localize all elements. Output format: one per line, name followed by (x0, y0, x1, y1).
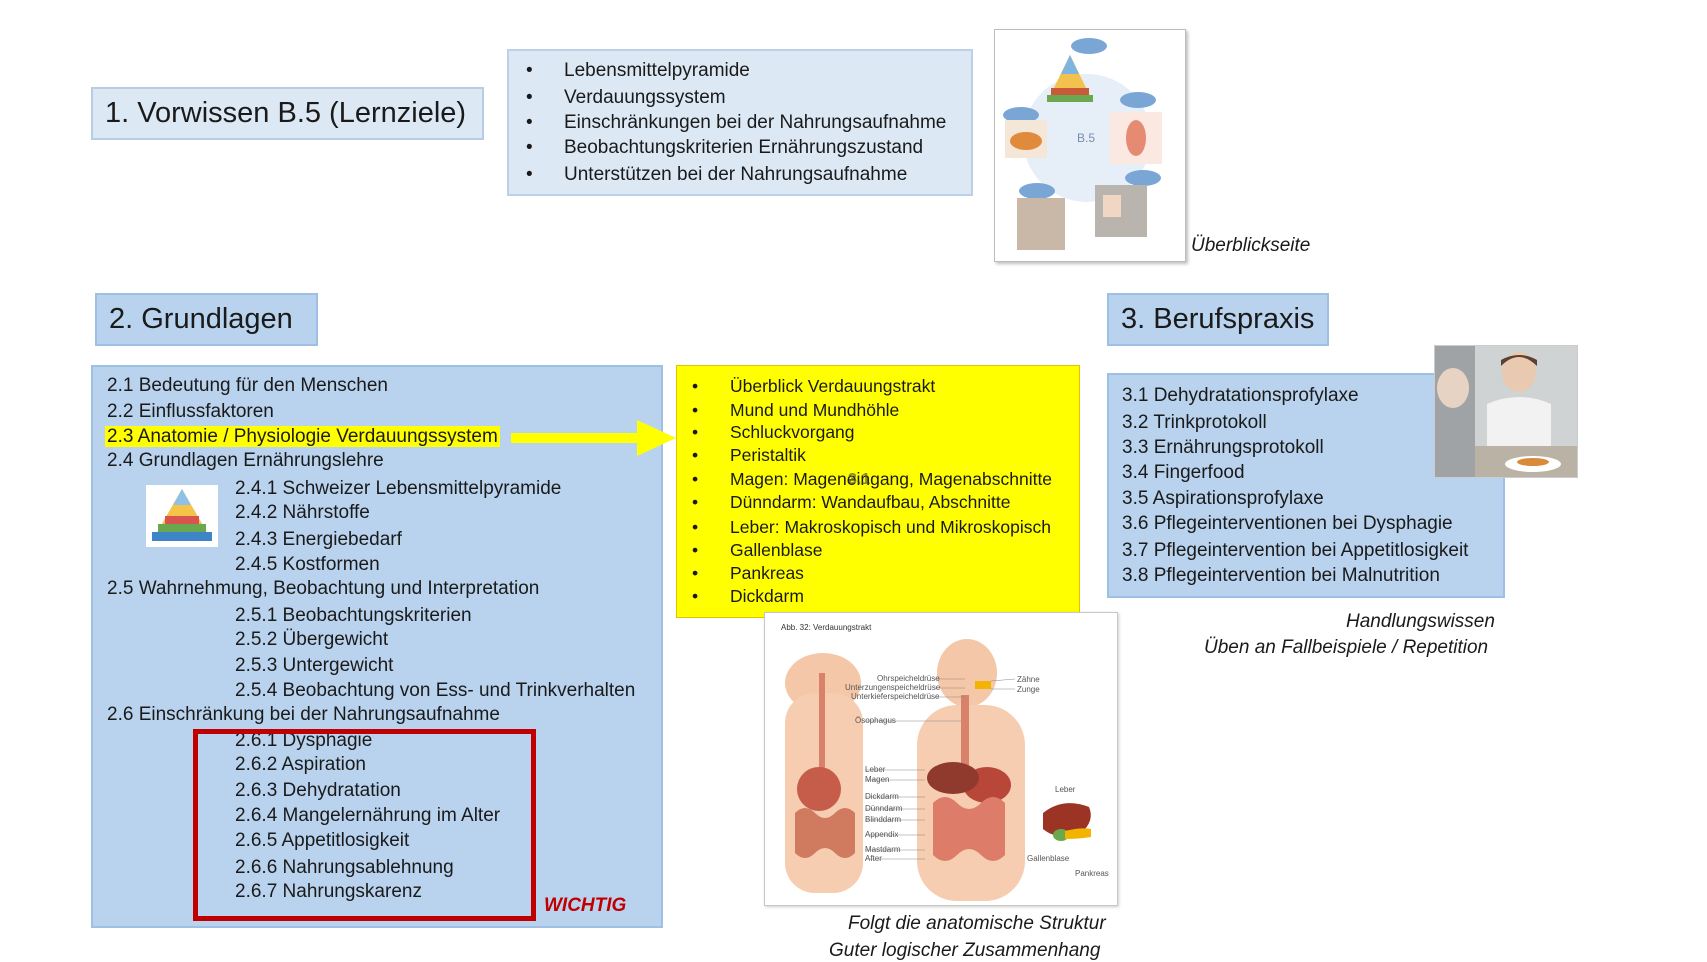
overview-diagram: B.5 (1003, 38, 1162, 250)
topic-subitem: 2.6.7 Nahrungskarenz (235, 881, 422, 902)
section2-header-text: 2. Grundlagen (109, 303, 293, 335)
topic-subitem: 2.6.2 Aspiration (235, 754, 366, 775)
practice-item: 3.8 Pflegeintervention bei Malnutrition (1122, 565, 1440, 586)
topic-item: 2.1 Bedeutung für den Menschen (107, 375, 388, 396)
learning-goal-item: Einschränkungen bei der Nahrungsaufnahme (526, 111, 946, 135)
digestive-topic: Leber: Makroskopisch und Mikroskopisch (692, 515, 1051, 539)
practice-item: 3.6 Pflegeinterventionen bei Dysphagie (1122, 513, 1453, 534)
anatomy-label: Pankreas (1075, 869, 1109, 878)
anatomy-label: Gallenblase (1027, 854, 1070, 863)
overview-center-label: B.5 (1077, 131, 1095, 145)
topic-subitem: 2.6.3 Dehydratation (235, 780, 401, 801)
practice-item: 3.4 Fingerfood (1122, 462, 1245, 483)
practice-item: 3.5 Aspirationsprofylaxe (1122, 488, 1324, 509)
anatomy-figure: Abb. 32: Verdauungstrakt (764, 612, 1118, 906)
anatomy-label: After (865, 854, 882, 863)
anatomy-label: Magen (865, 775, 890, 784)
digestive-topic: Überblick Verdauungstrakt (692, 374, 935, 398)
anatomy-label: Unterzungenspeicheldrüse (845, 683, 941, 692)
topic-subitem: 2.4.3 Energiebedarf (235, 529, 402, 550)
topic-subitem: 2.6.5 Appetitlosigkeit (235, 830, 410, 851)
anatomy-label: Blinddarm (865, 815, 902, 824)
arrow-right-icon (511, 420, 676, 456)
anatomy-caption-1: Folgt die anatomische Struktur (848, 913, 1106, 934)
food-pyramid-icon (146, 485, 218, 547)
section3-header-text: 3. Berufspraxis (1121, 303, 1315, 335)
topic-highlight: 2.3 Anatomie / Physiologie Verdauungssys… (105, 426, 500, 447)
digestive-topic: Pankreas (692, 561, 804, 585)
overlay-number-label: 3.1 (848, 471, 871, 488)
anatomy-label: Leber (865, 765, 886, 774)
section3-header: 3. Berufspraxis (1107, 293, 1329, 346)
digestive-topics-box: Überblick Verdauungstrakt Mund und Mundh… (676, 365, 1080, 618)
topic-subitem: 2.5.3 Untergewicht (235, 655, 394, 676)
overview-page-thumbnail: B.5 (994, 29, 1186, 262)
digestive-topic: Gallenblase (692, 538, 823, 562)
overview-caption: Überblickseite (1191, 235, 1311, 256)
section1-header-text: 1. Vorwissen B.5 (Lernziele) (105, 97, 467, 129)
topic-item: 2.5 Wahrnehmung, Beobachtung und Interpr… (107, 578, 540, 599)
learning-goal-item: Verdauungssystem (526, 86, 725, 110)
section3-caption-1: Handlungswissen (1346, 611, 1495, 632)
anatomy-label: Ohrspeicheldrüse (877, 674, 940, 683)
topic-subitem: 2.4.2 Nährstoffe (235, 502, 370, 523)
topic-item-highlighted: 2.3 Anatomie / Physiologie Verdauungssys… (105, 425, 500, 449)
wichtig-label: WICHTIG (544, 895, 627, 916)
learning-goal-item: Lebensmittelpyramide (526, 59, 750, 83)
anatomy-label: Ösophagus (855, 716, 896, 725)
learning-goal-item: Beobachtungskriterien Ernährungszustand (526, 136, 923, 160)
anatomy-label: Dickdarm (865, 792, 899, 801)
topic-subitem: 2.4.5 Kostformen (235, 554, 380, 575)
digestive-topic: Magen: Mageneingang, Magenabschnitte (692, 467, 1052, 491)
digestive-topic: Dickdarm (692, 584, 804, 608)
important-frame (193, 729, 536, 921)
anatomy-label: Mastdarm (865, 845, 901, 854)
topic-subitem: 2.5.1 Beobachtungskriterien (235, 605, 472, 626)
anatomy-label: Leber (1055, 785, 1076, 794)
learning-goals-box: Lebensmittelpyramide Verdauungssystem Ei… (507, 49, 973, 196)
topic-subitem: 2.6.1 Dysphagie (235, 730, 373, 751)
digestive-topic: Schluckvorgang (692, 420, 854, 444)
digestive-topic: Mund und Mundhöhle (692, 398, 899, 422)
topic-subitem: 2.6.6 Nahrungsablehnung (235, 857, 454, 878)
grundlagen-box: 2.1 Bedeutung für den Menschen 2.2 Einfl… (91, 365, 663, 928)
anatomy-caption-2: Guter logischer Zusammenhang (829, 940, 1101, 961)
anatomy-figure-title: Abb. 32: Verdauungstrakt (781, 623, 872, 632)
learning-goal-item: Unterstützen bei der Nahrungsaufnahme (526, 163, 907, 187)
caregiver-photo (1434, 345, 1578, 478)
topic-subitem: 2.6.4 Mangelernährung im Alter (235, 805, 501, 826)
practice-item: 3.2 Trinkprotokoll (1122, 412, 1267, 433)
section3-caption-2: Üben an Fallbeispiele / Repetition (1204, 637, 1489, 658)
section2-header: 2. Grundlagen (95, 293, 318, 346)
topic-subitem: 2.5.2 Übergewicht (235, 629, 389, 650)
topic-subitem: 2.5.4 Beobachtung von Ess- und Trinkverh… (235, 680, 636, 701)
practice-item: 3.7 Pflegeintervention bei Appetitlosigk… (1122, 540, 1469, 561)
caregiver-illustration (1435, 346, 1577, 477)
anatomy-label: Zähne (1017, 675, 1040, 684)
anatomy-label: Zunge (1017, 685, 1040, 694)
section1-header: 1. Vorwissen B.5 (Lernziele) (91, 87, 484, 140)
anatomy-illustration (785, 639, 1091, 901)
anatomy-label: Unterkieferspeicheldrüse (851, 692, 940, 701)
practice-item: 3.1 Dehydratationsprofylaxe (1122, 385, 1359, 406)
anatomy-label: Appendix (865, 830, 899, 839)
digestive-topic: Dünndarm: Wandaufbau, Abschnitte (692, 490, 1010, 514)
topic-item: 2.2 Einflussfaktoren (107, 401, 274, 422)
practice-item: 3.3 Ernährungsprotokoll (1122, 437, 1324, 458)
topic-item: 2.6 Einschränkung bei der Nahrungsaufnah… (107, 704, 500, 725)
digestive-topic: Peristaltik (692, 443, 806, 467)
topic-item: 2.4 Grundlagen Ernährungslehre (107, 450, 384, 471)
anatomy-label: Dünndarm (865, 804, 903, 813)
topic-subitem: 2.4.1 Schweizer Lebensmittelpyramide (235, 478, 562, 499)
